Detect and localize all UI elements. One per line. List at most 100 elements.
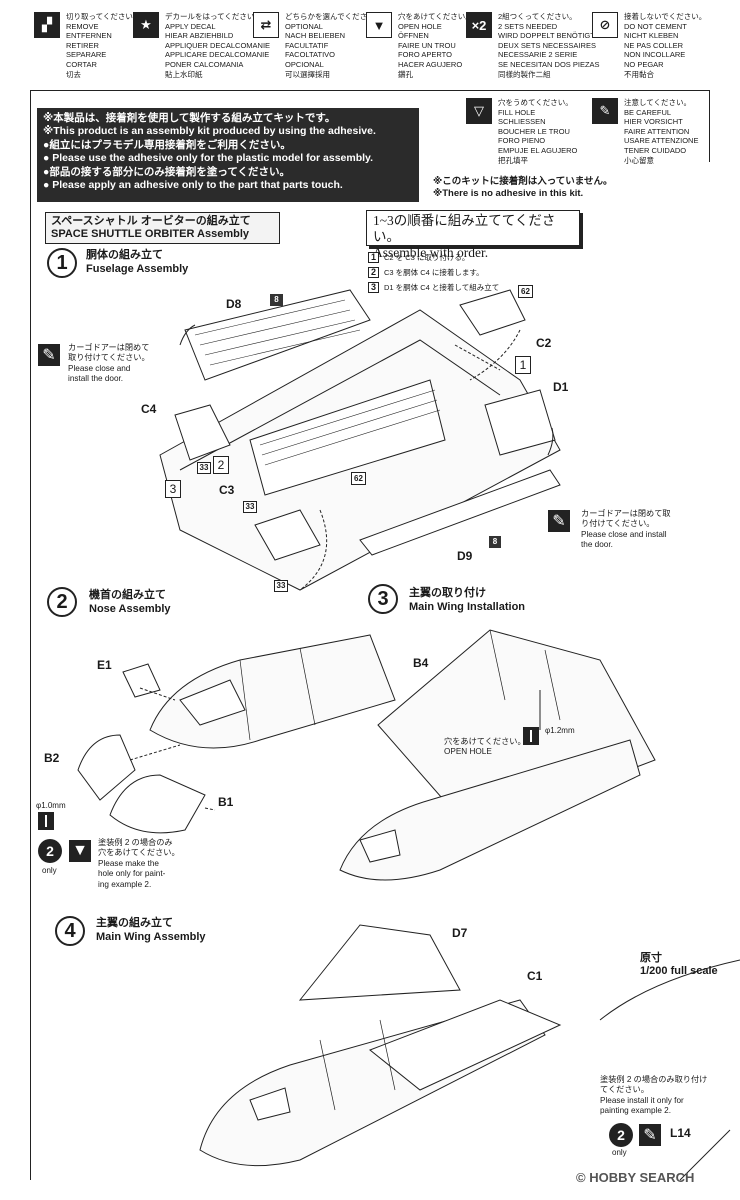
decal-number: 8 [270, 294, 283, 306]
part-c4 [174, 404, 231, 461]
nose-piece [254, 509, 321, 561]
part-label-e1: E1 [97, 658, 112, 672]
step-2-number: 2 [47, 587, 77, 617]
frame-top [30, 90, 710, 91]
drill-icon: ▼ [366, 12, 392, 38]
drill-icon: ▼ [69, 840, 91, 862]
payload-bay-c3 [249, 379, 446, 496]
step-3-number: 3 [368, 584, 398, 614]
fuselage-edge [179, 339, 501, 471]
cargo-door-d8 [184, 289, 371, 381]
frame-right [709, 90, 710, 162]
part-b1 [109, 774, 206, 834]
body-panel-lines [319, 1019, 396, 1111]
caution-icon: ✎ [639, 1124, 661, 1146]
fuselage-with-wing [339, 739, 641, 881]
x2-icon: ×2 [466, 12, 492, 38]
part-label-c4: C4 [141, 402, 157, 416]
decal-number: 62 [518, 285, 533, 298]
step-1-number: 1 [47, 248, 77, 278]
part-label-d8: D8 [226, 297, 242, 311]
arrow-left [179, 324, 196, 346]
part-c2 [459, 289, 526, 336]
nose-panel-lines [239, 647, 316, 741]
step-4-number: 4 [55, 916, 85, 946]
part-label-b4: B4 [413, 656, 429, 670]
assembly-order-box: 1~3の順番に組み立ててください。 Assemble with order. [366, 210, 580, 260]
part-label-c3: C3 [219, 483, 235, 497]
hole-size-label: φ1.0mm [36, 801, 66, 810]
caution-icon: ✎ [592, 98, 618, 124]
order-marker: 2 [213, 456, 229, 474]
part-label-d9: D9 [457, 549, 473, 563]
order-step: 1 C2 を C3 に取り付ける。 [368, 250, 499, 265]
star-icon: ★ [133, 12, 159, 38]
drill-icon [38, 812, 54, 830]
assembly-order-steps: 1 C2 を C3 に取り付ける。 2 C3 を胴体 C4 に接着します。 3 … [368, 250, 499, 295]
part-label-b2: B2 [44, 751, 60, 765]
decal-number: 33 [243, 501, 257, 513]
arrow-right [547, 427, 554, 456]
part-label-d1: D1 [553, 380, 569, 394]
caution-icon: ✎ [38, 344, 60, 366]
adhesive-notice: ※本製品は、接着剤を使用して製作する組み立てキットです。 ※This produ… [37, 108, 419, 202]
nose-windows-3 [359, 829, 401, 863]
scale-outline [599, 959, 740, 1021]
frame-left [30, 90, 31, 1180]
part-d1 [484, 389, 556, 456]
wing-panel-lines [489, 629, 561, 721]
order-marker: 1 [515, 356, 531, 374]
cockpit-windows [179, 679, 246, 726]
decal-number: 33 [274, 580, 288, 592]
section-title: スペースシャトル オービターの組み立て SPACE SHUTTLE ORBITE… [45, 212, 280, 244]
part-e1 [122, 663, 161, 698]
part-b2 [77, 734, 136, 801]
order-step: 2 C3 を胴体 C4 に接着します。 [368, 265, 499, 280]
fill-hole-icon: ▽ [466, 98, 492, 124]
part-label-d7: D7 [452, 926, 468, 940]
no-cement-icon: ⊘ [592, 12, 618, 38]
watermark: © HOBBY SEARCH [576, 1170, 695, 1185]
open-hole-note: 穴をあけてください。OPEN HOLE [444, 737, 526, 757]
part-label-b1: B1 [218, 795, 234, 809]
decal-number: 33 [197, 462, 211, 474]
hole-size-label: φ1.2mm [545, 726, 575, 735]
cargo-door-d9 [359, 469, 561, 556]
cargo-door-d8-ribs [194, 299, 361, 366]
nose-fuselage [149, 634, 396, 749]
part-label-l14: L14 [670, 1126, 691, 1140]
part-label-c2: C2 [536, 336, 552, 350]
drill-icon [523, 727, 539, 745]
order-marker: 3 [165, 480, 181, 498]
door-right-note: カーゴドアーは閉めて取り付けてください。Please close and ins… [581, 509, 671, 550]
nose-windows-4 [249, 1087, 291, 1121]
wing-c1 [369, 999, 562, 1091]
either-way-icon: ⇄ [253, 12, 279, 38]
payload-bay-ribs [259, 389, 441, 466]
part-label-c1: C1 [527, 969, 543, 983]
guide-lines [299, 329, 521, 591]
l14-part [679, 1129, 731, 1181]
